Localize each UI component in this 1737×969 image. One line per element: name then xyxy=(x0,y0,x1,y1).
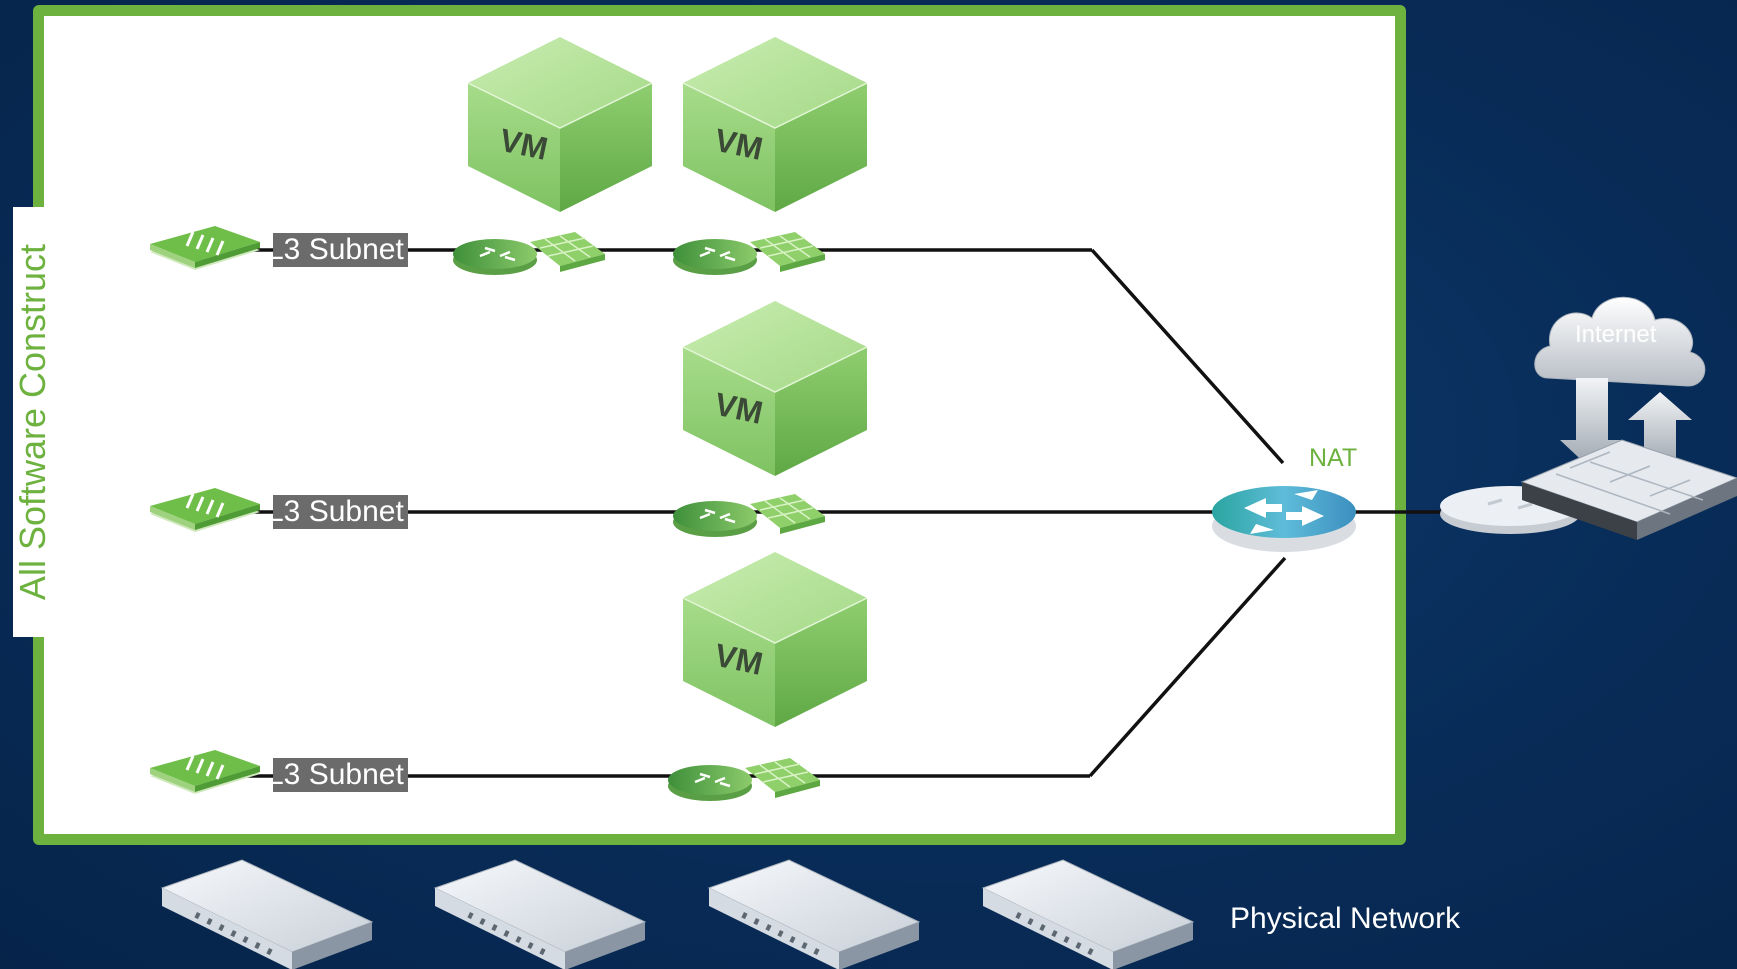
physical-server-icon-4 xyxy=(982,859,1194,969)
switch-icon-2 xyxy=(148,486,262,534)
vm-cube-1 xyxy=(467,36,653,213)
subnet-label-2: L3 Subnet xyxy=(273,495,408,529)
nat-label: NAT xyxy=(1309,444,1358,472)
subnet-1-to-nat xyxy=(1090,248,1285,465)
nat-router-icon xyxy=(1212,486,1356,552)
switch-icon-1 xyxy=(148,224,262,272)
vm-cube-2 xyxy=(682,36,868,213)
physical-network-label: Physical Network xyxy=(1230,902,1461,935)
router-firewall-icon-1 xyxy=(451,230,607,277)
router-firewall-icon-2 xyxy=(671,230,827,277)
internet-cloud-icon xyxy=(1534,296,1706,387)
switch-icon-3 xyxy=(148,748,262,796)
container-label-box: All Software Construct xyxy=(12,207,53,637)
internet-label: Internet xyxy=(1575,321,1657,348)
router-firewall-icon-4 xyxy=(666,756,822,803)
edge-firewall-icon xyxy=(1520,439,1737,540)
router-firewall-icon-3 xyxy=(671,492,827,539)
physical-server-icon-2 xyxy=(434,859,646,969)
vm-cube-3 xyxy=(682,300,868,477)
subnet-3-to-nat xyxy=(1088,556,1287,778)
subnet-label-3: L3 Subnet xyxy=(273,758,408,792)
vm-cube-4 xyxy=(682,551,868,728)
physical-server-icon-1 xyxy=(161,859,373,969)
physical-server-icon-3 xyxy=(708,859,920,969)
subnet-label-1: L3 Subnet xyxy=(273,233,408,267)
